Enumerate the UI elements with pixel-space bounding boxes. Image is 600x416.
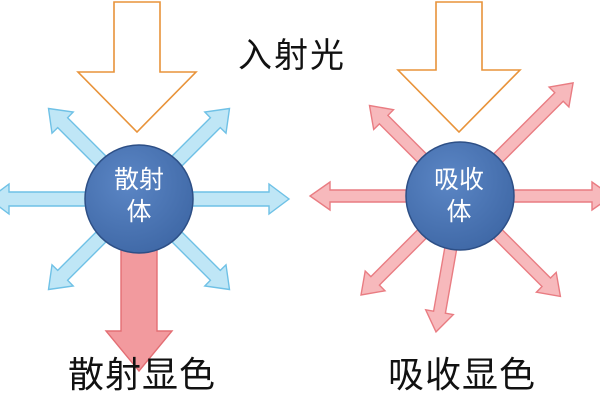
scatter-body-label-line2: 体 bbox=[126, 197, 152, 226]
incident-light-label: 入射光 bbox=[238, 36, 346, 76]
absorb-body-label-line1: 吸收 bbox=[433, 165, 484, 194]
absorb-body-label: 吸收 体 bbox=[404, 164, 514, 228]
absorb-body-label-line2: 体 bbox=[446, 197, 472, 226]
incident-arrow-left bbox=[76, 1, 198, 134]
scatter-body-label-line1: 散射 bbox=[113, 165, 164, 194]
incident-arrow-right bbox=[396, 1, 522, 134]
absorb-caption: 吸收显色 bbox=[388, 355, 537, 396]
scatter-body-circle bbox=[84, 144, 194, 254]
absorb-body-circle bbox=[405, 141, 515, 251]
scatter-body-label: 散射 体 bbox=[84, 164, 194, 228]
scatter-caption: 散射显色 bbox=[68, 355, 217, 396]
